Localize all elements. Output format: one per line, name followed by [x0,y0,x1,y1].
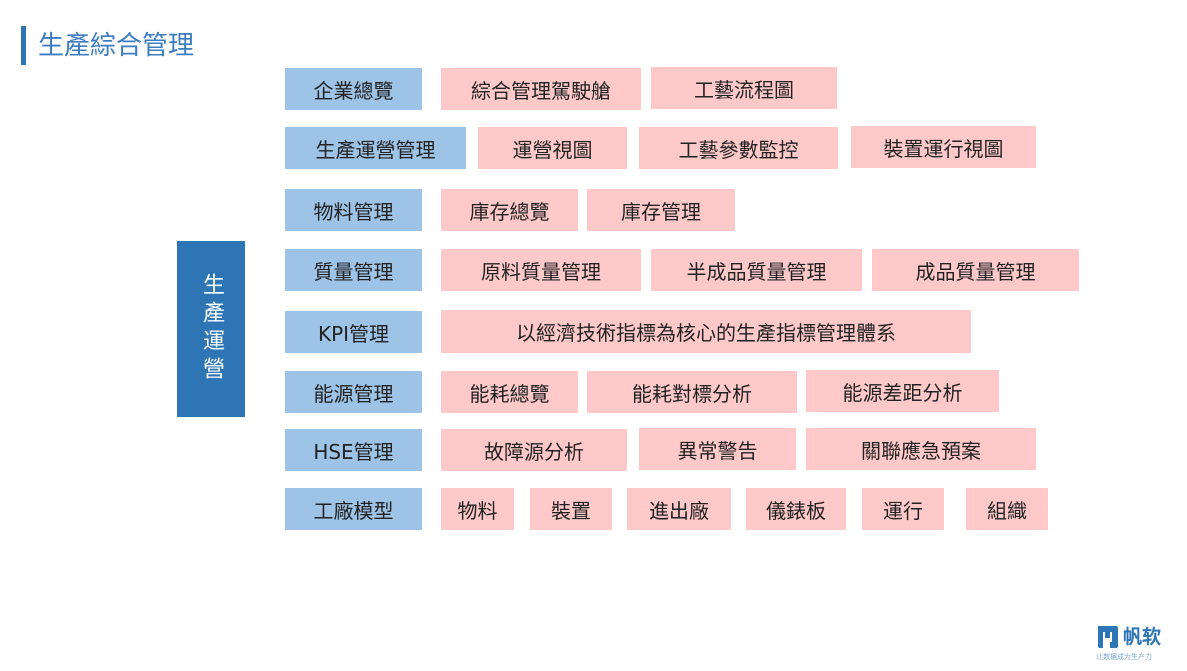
item-inventory-overview: 庫存總覽 [441,189,578,231]
category-material: 物料管理 [285,189,422,231]
category-enterprise-overview: 企業總覽 [285,68,422,110]
item-cockpit: 綜合管理駕駛艙 [441,68,641,110]
item-inventory-management: 庫存管理 [587,189,735,231]
title-accent-bar [21,26,26,65]
root-node-label: 生產運營 [199,273,224,385]
logo-mark-icon [1098,626,1118,648]
item-energy-gap: 能源差距分析 [806,370,999,412]
item-energy-benchmark: 能耗對標分析 [587,371,797,413]
item-operation-view: 運營視圖 [478,127,627,169]
item-device-running-view: 裝置運行視圖 [851,126,1036,168]
item-dashboard: 儀錶板 [746,488,846,530]
item-device: 裝置 [530,488,612,530]
item-kpi-system: 以經濟技術指標為核心的生產指標管理體系 [441,310,971,353]
item-raw-material-quality: 原料質量管理 [441,249,641,291]
category-quality: 質量管理 [285,249,422,291]
item-emergency-plan: 關聯應急預案 [806,428,1036,470]
category-production-operation: 生產運營管理 [285,127,466,169]
item-in-out-factory: 進出廠 [627,488,731,530]
item-abnormal-warning: 異常警告 [639,428,796,470]
brand-logo: 帆软 让数据成为生产力 [1096,622,1180,664]
logo-name: 帆软 [1123,626,1162,648]
item-operation: 運行 [862,488,944,530]
category-kpi: KPI管理 [285,311,422,353]
category-factory-model: 工廠模型 [285,488,422,530]
category-hse: HSE管理 [285,429,422,471]
item-material: 物料 [441,488,514,530]
item-semi-product-quality: 半成品質量管理 [651,249,862,291]
page-title: 生產綜合管理 [38,31,195,61]
item-organization: 組織 [966,488,1048,530]
category-energy: 能源管理 [285,371,422,413]
item-energy-overview: 能耗總覽 [441,371,578,413]
item-fault-source: 故障源分析 [441,429,627,471]
root-node: 生產運營 [177,241,245,417]
item-process-flow: 工藝流程圖 [651,67,837,109]
item-process-parameter-monitor: 工藝參數監控 [639,127,838,169]
item-finished-product-quality: 成品質量管理 [872,249,1079,291]
logo-slogan: 让数据成为生产力 [1096,653,1152,661]
